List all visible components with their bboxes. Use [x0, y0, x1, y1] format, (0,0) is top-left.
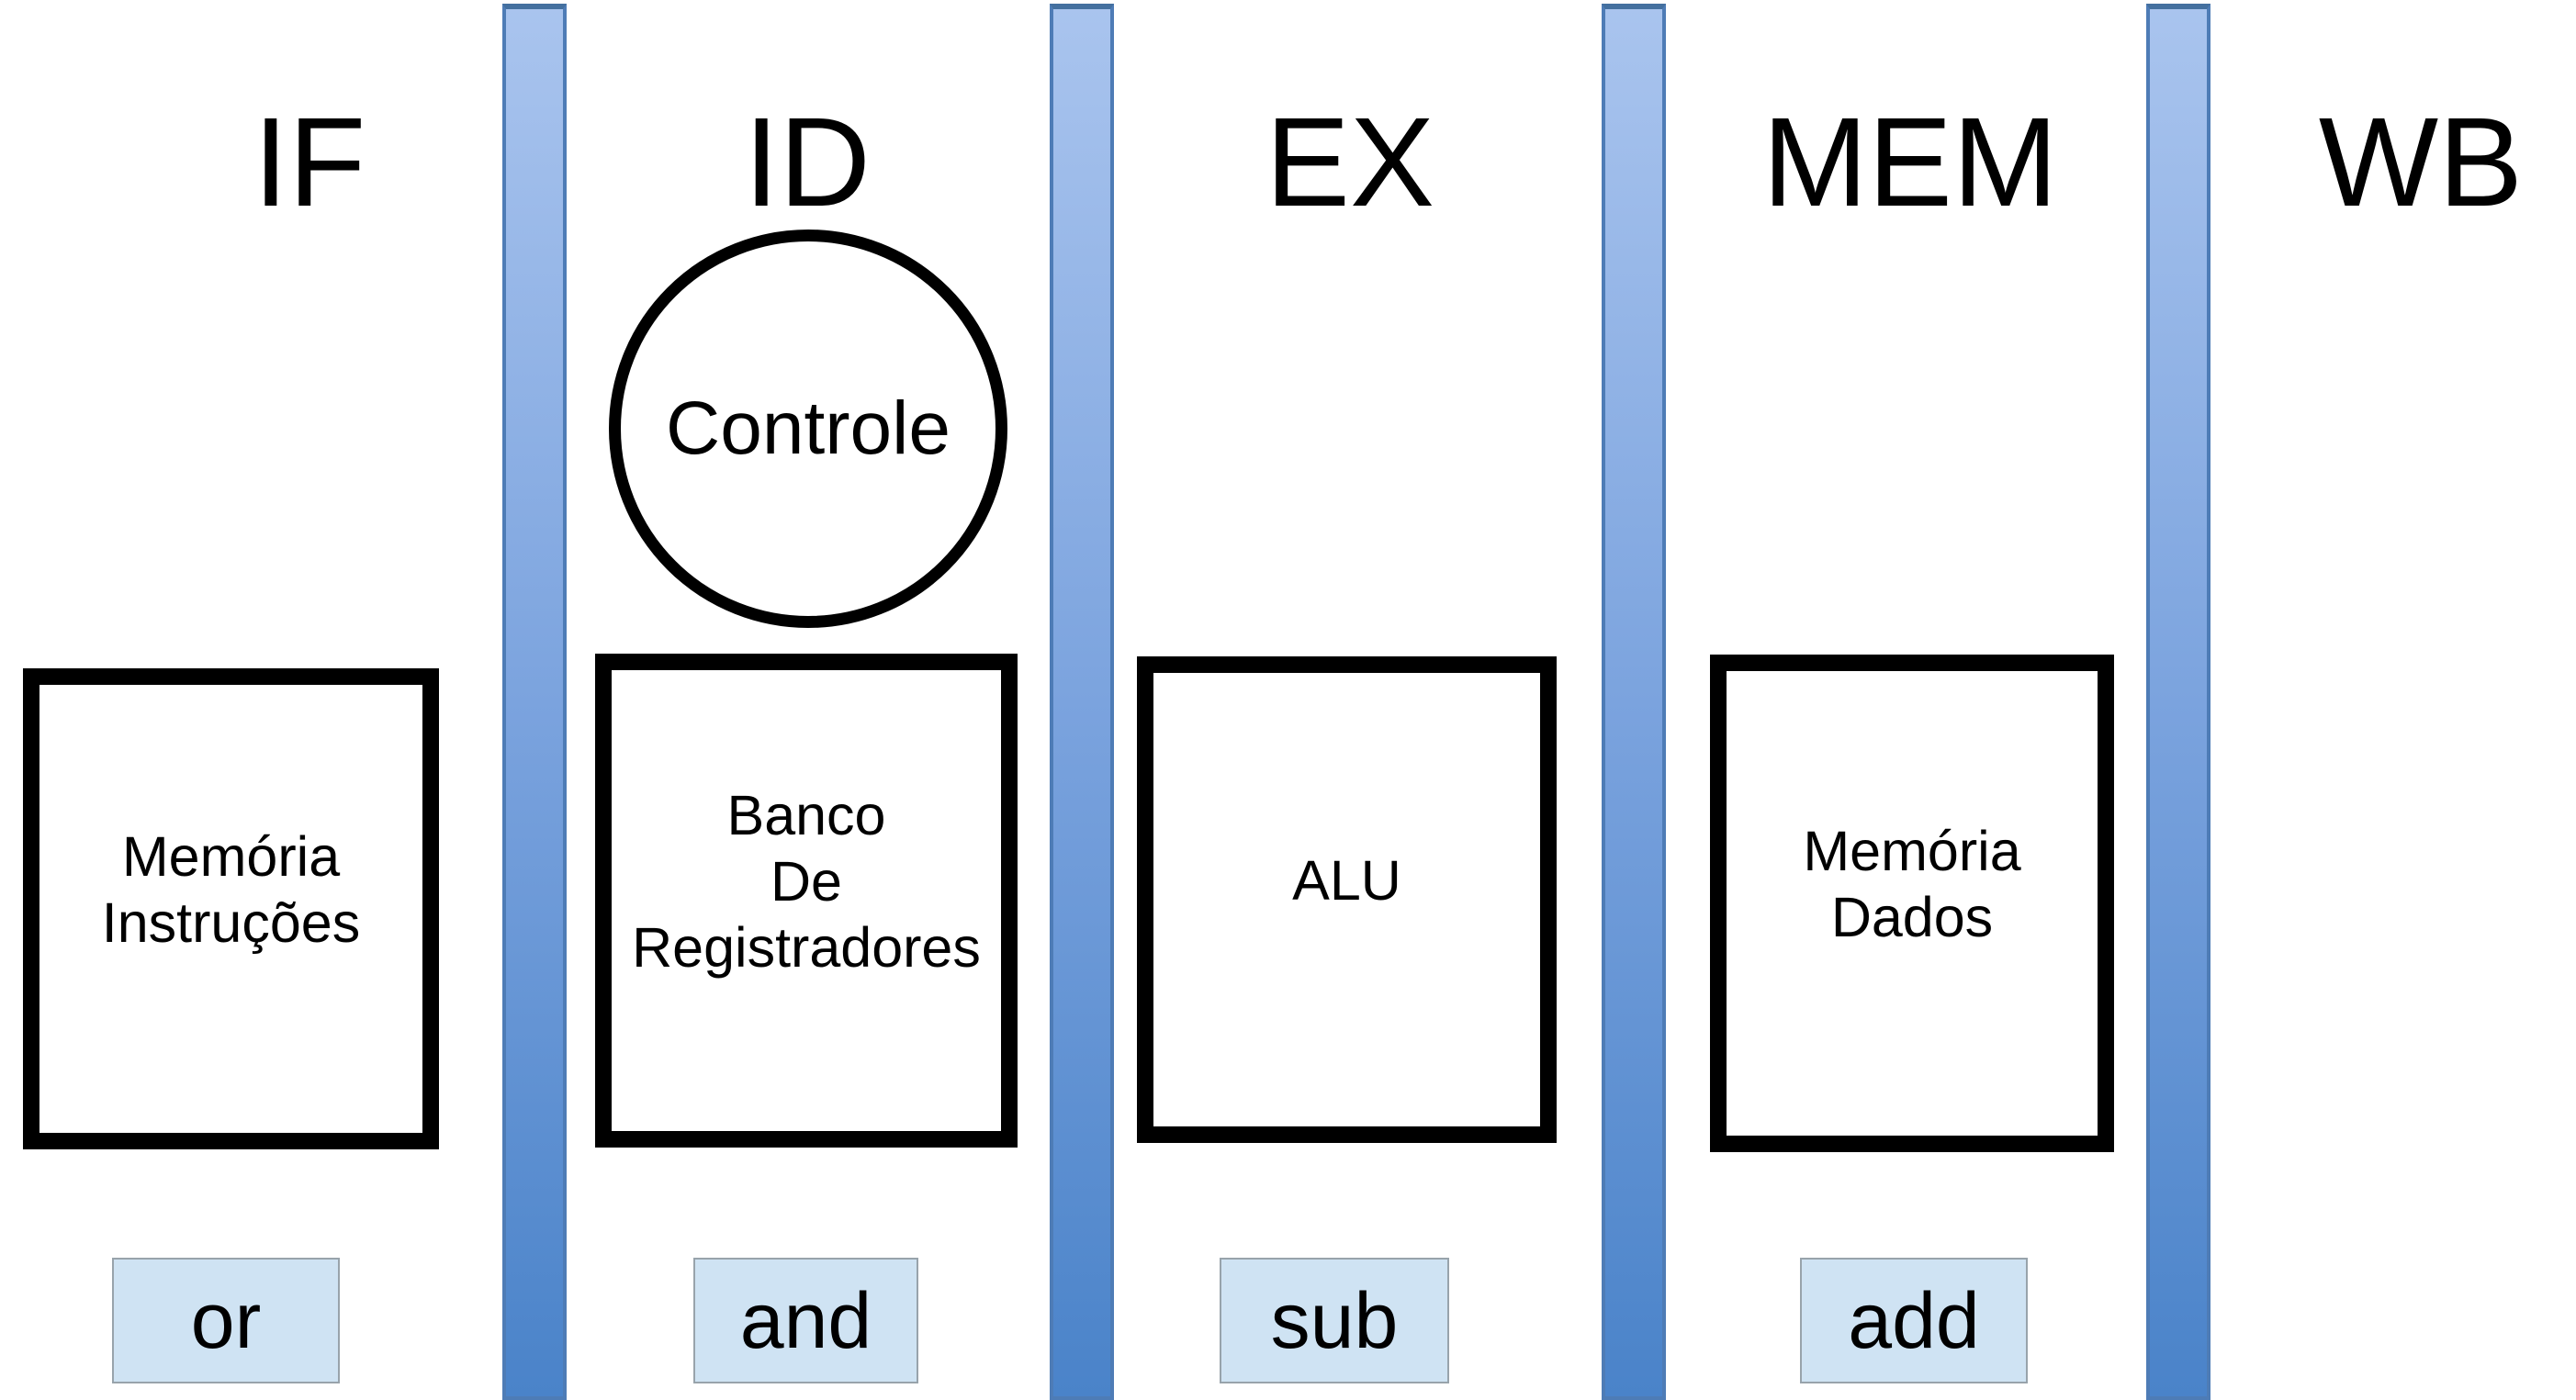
- register-file-label-line1: Banco: [726, 784, 886, 847]
- data-memory-label-line2: Dados: [1830, 886, 1994, 948]
- pipeline-register-bar-1: [502, 4, 567, 1400]
- alu-box: ALU: [1137, 656, 1557, 1143]
- instruction-chip-and-label: and: [739, 1276, 872, 1365]
- register-file-label-line2: De: [771, 850, 842, 913]
- instruction-chip-or: or: [112, 1258, 340, 1383]
- pipeline-register-bar-2: [1050, 4, 1114, 1400]
- stage-label-id: ID: [744, 92, 871, 233]
- pipeline-register-bar-3: [1602, 4, 1666, 1400]
- stage-label-wb: WB: [2318, 92, 2524, 233]
- register-file-label-line3: Registradores: [632, 915, 981, 979]
- data-memory-box: Memória Dados: [1710, 655, 2114, 1152]
- stage-label-mem: MEM: [1762, 92, 2058, 233]
- instruction-chip-sub: sub: [1220, 1258, 1449, 1383]
- pipeline-register-bar-4: [2146, 4, 2210, 1400]
- instruction-chip-add: add: [1800, 1258, 2028, 1383]
- instruction-chip-or-label: or: [190, 1276, 262, 1365]
- alu-label: ALU: [1292, 849, 1401, 913]
- stage-label-if: IF: [253, 92, 366, 233]
- data-memory-label-line1: Memória: [1803, 820, 2021, 883]
- instruction-memory-label-line2: Instruções: [101, 891, 361, 954]
- register-file-box: Banco De Registradores: [595, 654, 1018, 1148]
- instruction-chip-add-label: add: [1848, 1276, 1980, 1365]
- instruction-memory-label-line1: Memória: [121, 825, 341, 889]
- instruction-chip-and: and: [693, 1258, 918, 1383]
- control-unit-label: Controle: [666, 386, 951, 470]
- instruction-chip-sub-label: sub: [1270, 1276, 1399, 1365]
- control-unit-circle: Controle: [609, 230, 1007, 628]
- instruction-memory-box: Memória Instruções: [23, 668, 439, 1149]
- stage-label-ex: EX: [1265, 92, 1435, 233]
